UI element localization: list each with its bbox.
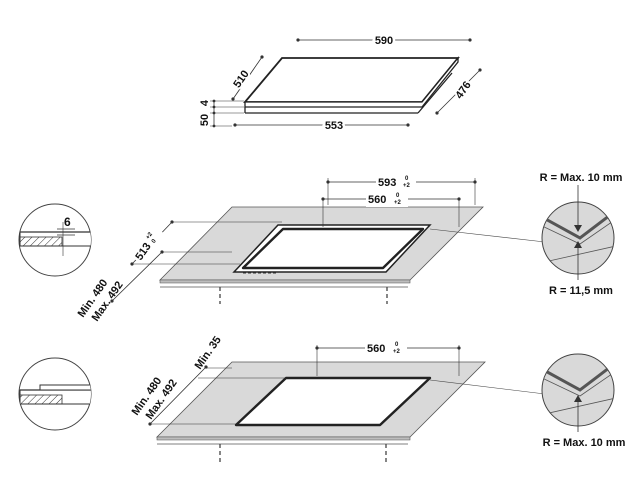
dim-593-tol-upper: 0 [405,176,409,182]
dim-590-label: 590 [375,35,393,47]
radius-fixed-label: R = 11,5 mm [549,285,613,297]
dim-560-tol-lower: +2 [394,200,402,206]
dim-560-surface-label: 560 [367,343,385,355]
dim-593: 593 0 +2 [326,172,477,205]
radius-max-label: R = Max. 10 mm [540,172,623,184]
dim-560-flush: 560 0 +2 [321,190,461,227]
dim-510-label: 510 [231,68,251,90]
dim-560-surface-tol-upper: 0 [395,342,399,348]
dim-553-label: 553 [325,120,343,132]
detail-6-label: 6 [64,215,71,229]
dim-590: 590 [296,33,472,50]
cutout-diagram-surface: 560 0 +2 Min. 35 Min. 480 Max. 492 [18,334,626,462]
dim-593-label: 593 [378,177,396,189]
dim-560-surface-tol-lower: +2 [393,349,401,355]
dim-vertical: 4 50 [199,99,244,128]
hob-top-glass [243,57,460,103]
detail-circle-surface-left [18,357,92,431]
min-35-label: Min. 35 [193,334,224,371]
dim-513-tol-lower: 0 [151,238,158,245]
cutout-inner [241,227,425,270]
dim-513: 513 +2 0 [129,220,282,266]
dim-560-tol-upper: 0 [396,193,400,199]
cutout-diagram-flush: 593 0 +2 560 0 +2 513 +2 0 [18,172,623,324]
dim-4-label: 4 [199,99,211,106]
detail-circle-radius-bottom: R = Max. 10 mm [541,353,626,449]
dim-593-tol-lower: +2 [403,183,411,189]
detail-circle-flush-left: 6 [18,203,92,277]
hob-drawing: 590 510 476 553 4 5 [199,33,482,135]
dim-50-label: 50 [199,114,211,126]
dim-560-label: 560 [368,194,386,206]
dim-476-label: 476 [453,79,473,101]
cutout-surface-inner [234,376,432,427]
dim-513-tol-upper: +2 [145,231,154,241]
dim-553: 553 [233,118,410,135]
dim-560-surface: 560 0 +2 [315,339,461,376]
detail-circle-radius-top: R = Max. 10 mm R = 11,5 mm [540,172,623,297]
radius-max-bottom-label: R = Max. 10 mm [543,437,626,449]
